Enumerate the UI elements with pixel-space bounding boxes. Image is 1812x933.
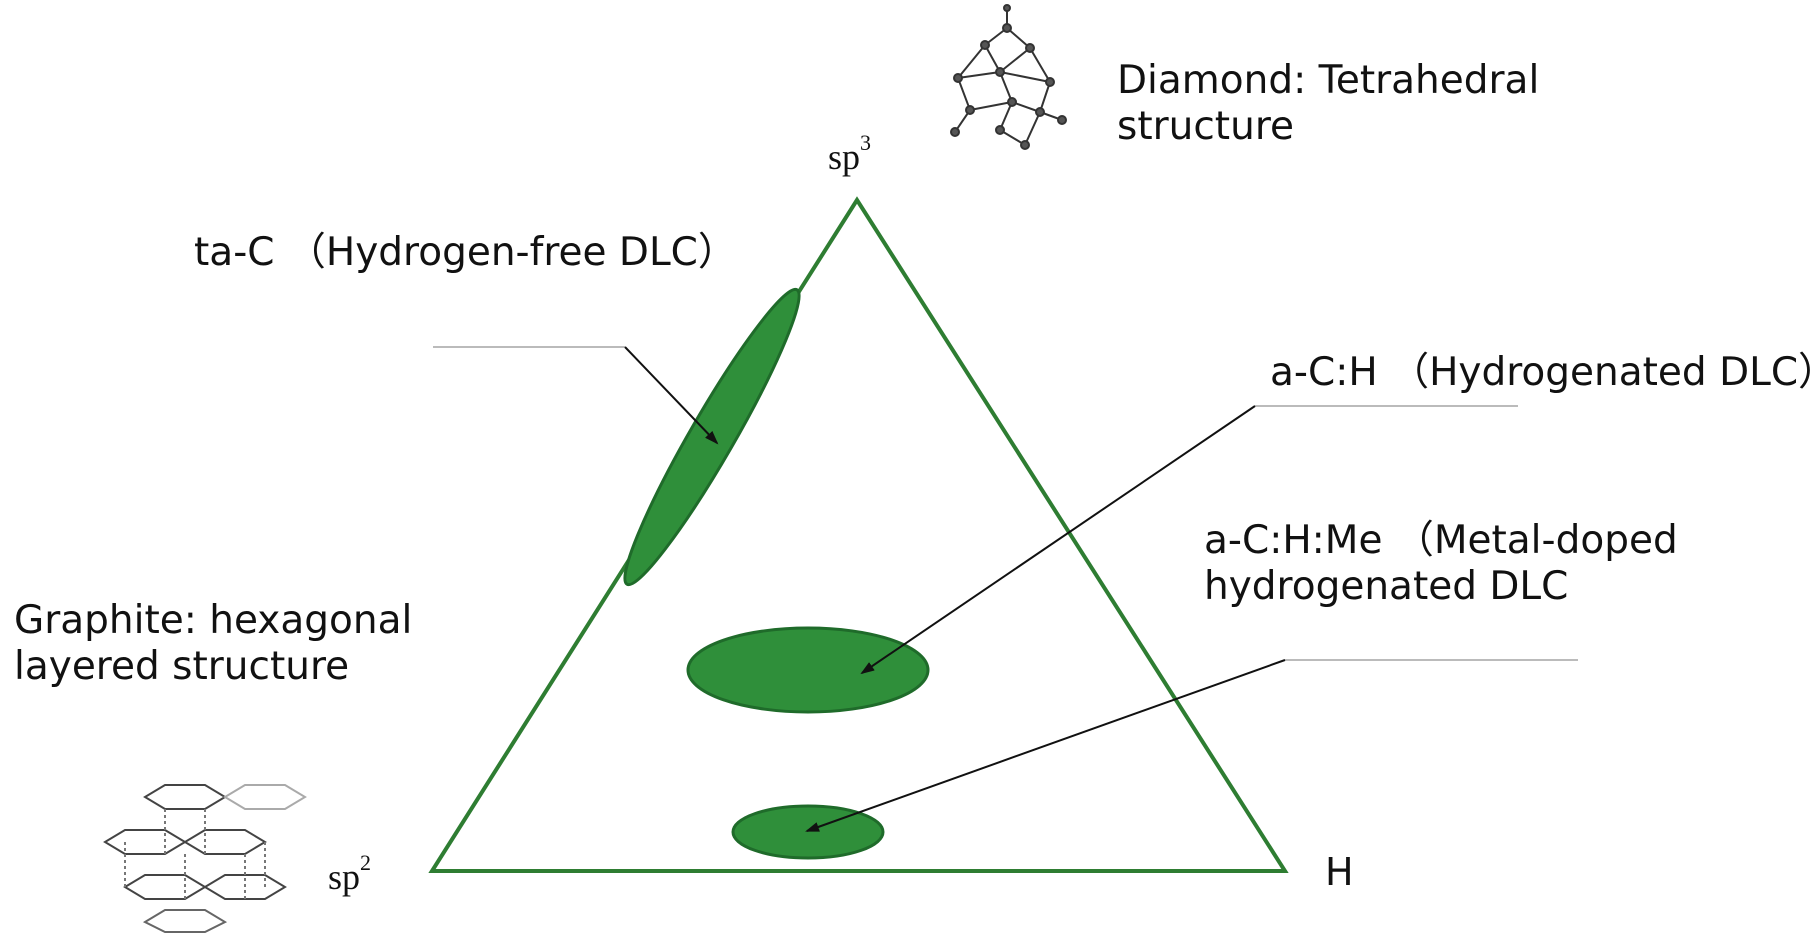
a-c-h-me-label: a-C:H:Me （Metal-doped hydrogenated DLC [1204, 518, 1678, 610]
a-c-h-region [686, 626, 930, 714]
vertex-sp3-sup: 3 [860, 130, 872, 155]
ta-c-label: ta-C （Hydrogen-free DLC） [194, 230, 737, 275]
ternary-triangle [428, 196, 1289, 873]
diamond-structure-icon [950, 4, 1067, 150]
graphite-label: Graphite: hexagonal layered structure [14, 598, 413, 690]
a-c-h-me-arrow [805, 659, 1286, 832]
a-c-h-label: a-C:H （Hydrogenated DLC） [1270, 350, 1812, 395]
vertex-sp2-sup: 2 [360, 850, 372, 875]
graphite-structure-icon [103, 784, 307, 933]
vertex-h-label: H [1325, 850, 1354, 894]
vertex-sp2-base: sp [328, 857, 361, 897]
vertex-sp3-label: sp3 [828, 130, 871, 178]
diamond-label: Diamond: Tetrahedral structure [1117, 58, 1540, 150]
a-c-h-arrow [860, 405, 1256, 675]
vertex-sp2-label: sp2 [328, 850, 371, 898]
vertex-sp3-base: sp [828, 137, 861, 177]
a-c-h-me-region [731, 804, 885, 860]
ta-c-arrow [624, 346, 719, 445]
